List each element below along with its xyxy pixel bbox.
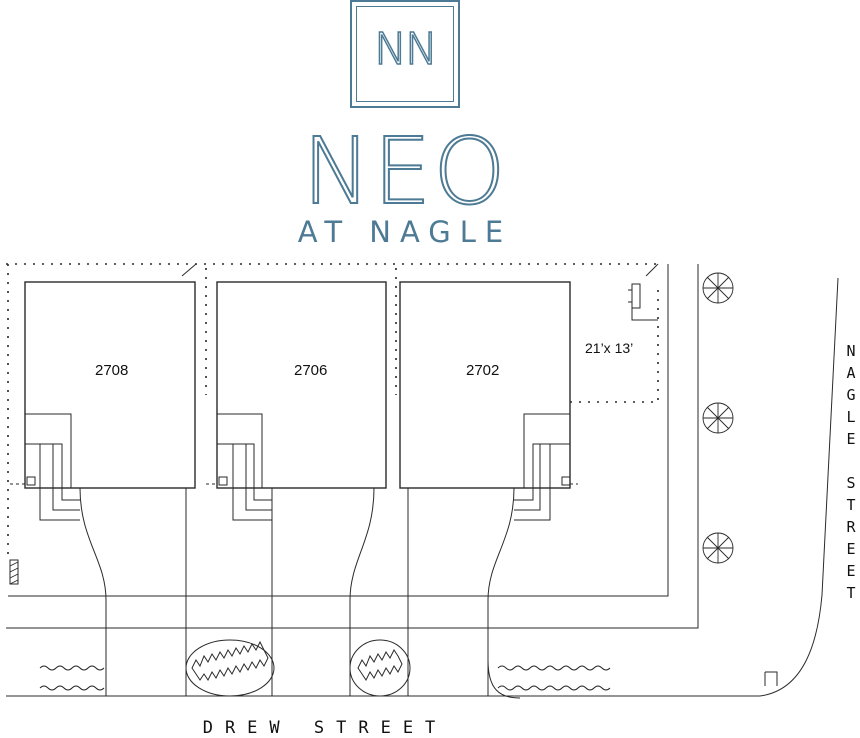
planter-oval-1 (185, 639, 275, 697)
planting-bed-1 (39, 665, 105, 671)
planting-bed-4b (497, 685, 611, 691)
driveway-2706 (271, 487, 375, 696)
street-letter: E (846, 562, 856, 580)
property-line-outer (6, 264, 699, 629)
street-letter: E (846, 540, 856, 558)
street-letter: S (846, 474, 856, 492)
unit-2708-steps (24, 413, 80, 521)
unit-2706-building (216, 281, 387, 489)
planter-bed-right (487, 659, 521, 699)
street-letter: T (846, 584, 856, 602)
logo-monogram: NN (373, 23, 438, 76)
street-letter: A (846, 364, 856, 382)
street-letter: T (846, 496, 856, 514)
meter-2708 (26, 476, 36, 486)
bike-rack-icon (9, 561, 19, 585)
unit-2706-steps (216, 413, 272, 521)
sidewalk-edge (6, 277, 839, 697)
logo-inner-frame (356, 6, 454, 102)
unit-label-2708: 2708 (95, 362, 129, 379)
street-label-bottom-text: DREW STREET (202, 718, 448, 738)
logo-monogram-box: NN (350, 0, 460, 108)
planter-zigzag-2 (357, 649, 403, 681)
tree-icon-1 (702, 272, 734, 304)
street-letter: L (846, 408, 856, 426)
street-letter: G (846, 386, 856, 404)
patio-meter-box (628, 283, 658, 321)
unit-2702-steps (514, 413, 571, 521)
gate-left (181, 263, 197, 277)
street-letter: E (846, 430, 856, 448)
unit-2708-building (24, 281, 196, 489)
street-label-bottom: DREW STREET (0, 718, 860, 738)
planter-zigzag-1 (191, 640, 269, 681)
unit-2702-building (399, 281, 571, 489)
tree-icon-3 (702, 532, 734, 564)
property-line-inner (8, 264, 669, 597)
meter-2706 (218, 476, 228, 486)
unit-label-2702: 2702 (466, 362, 500, 379)
planting-bed-4 (497, 665, 611, 671)
driveway-2708 (79, 487, 187, 696)
unit-label-2706: 2706 (294, 362, 328, 379)
brand-name: NEO (301, 118, 508, 225)
patio-dimension: 21’x 13’ (585, 340, 634, 356)
street-letter: R (846, 518, 856, 536)
tree-icon-2 (702, 402, 734, 434)
meter-2702 (561, 476, 571, 486)
planter-oval-2 (349, 639, 411, 697)
planting-bed-1b (39, 685, 105, 691)
brand-tagline: AT NAGLE (297, 215, 513, 249)
patio-line (631, 308, 658, 321)
street-letter (842, 450, 860, 472)
corner-marker (764, 671, 778, 686)
driveway-2702 (407, 487, 515, 696)
street-letter: N (846, 342, 856, 360)
gate-right (645, 263, 659, 277)
